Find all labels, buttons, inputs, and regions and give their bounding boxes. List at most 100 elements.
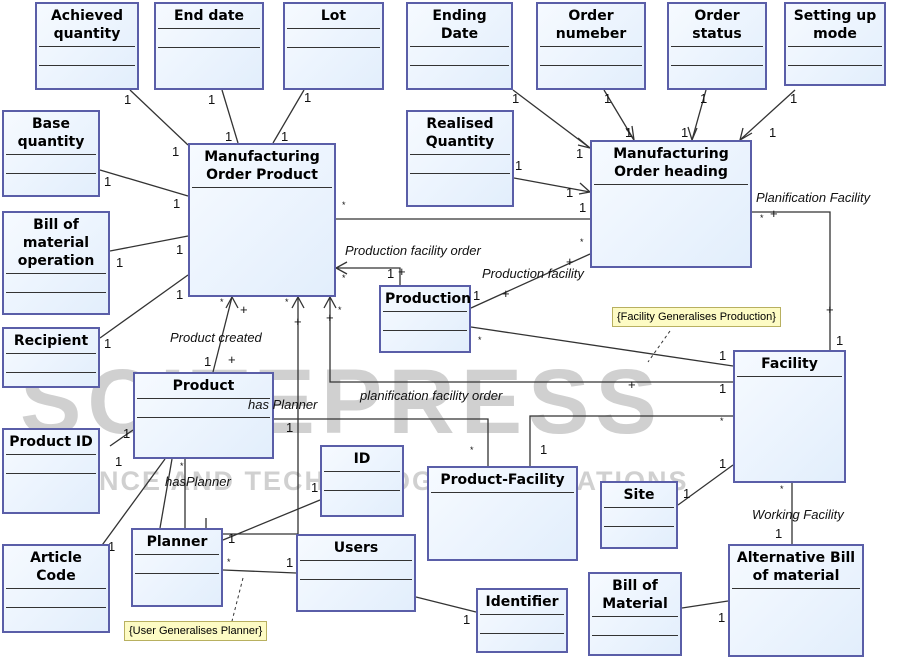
multiplicity-label: 1 (208, 92, 215, 107)
class-title: Facility (737, 352, 842, 377)
class-title: Setting up mode (788, 4, 882, 47)
multiplicity-label: + (826, 302, 834, 317)
multiplicity-label: + (294, 314, 302, 329)
attribute-compartment (540, 47, 642, 66)
multiplicity-label: + (502, 286, 510, 301)
multiplicity-label: 1 (123, 426, 130, 441)
multiplicity-label: 1 (387, 266, 394, 281)
class-title: Users (300, 536, 412, 561)
class-end-date[interactable]: End date (154, 2, 264, 90)
multiplicity-label: 1 (769, 125, 776, 140)
watermark-main: SCITEPRESS (20, 351, 663, 453)
class-manufacturing-order-heading[interactable]: Manufacturing Order heading (590, 140, 752, 268)
multiplicity-label: + (228, 352, 236, 367)
label-production-facility-order: Production facility order (345, 243, 481, 258)
attribute-compartment (480, 615, 564, 634)
class-planner[interactable]: Planner (131, 528, 223, 607)
class-title: Manufacturing Order Product (192, 145, 332, 188)
multiplicity-label: + (566, 254, 574, 269)
label-product-created: Product created (170, 330, 262, 345)
class-order-numeber[interactable]: Order numeber (536, 2, 646, 90)
multiplicity-label: * (342, 200, 346, 210)
multiplicity-label: * (220, 297, 224, 307)
multiplicity-label: 1 (228, 531, 235, 546)
attribute-compartment (300, 561, 412, 580)
multiplicity-label: 1 (775, 526, 782, 541)
class-title: Order numeber (540, 4, 642, 47)
class-article-code[interactable]: Article Code (2, 544, 110, 633)
class-title: Bill of material operation (6, 213, 106, 274)
class-achieved-quantity[interactable]: Achieved quantity (35, 2, 139, 90)
multiplicity-label: 1 (604, 91, 611, 106)
class-alternative-bill-of-material[interactable]: Alternative Bill of material (728, 544, 864, 657)
multiplicity-label: + (326, 310, 334, 325)
multiplicity-label: 1 (115, 454, 122, 469)
class-lot[interactable]: Lot (283, 2, 384, 90)
class-title: ID (324, 447, 400, 472)
class-identifier[interactable]: Identifier (476, 588, 568, 653)
label-working-facility: Working Facility (752, 507, 844, 522)
note-facility-generalises-production[interactable]: {Facility Generalises Production} (612, 307, 781, 327)
multiplicity-label: 1 (304, 90, 311, 105)
class-product[interactable]: Product (133, 372, 274, 459)
class-title: Recipient (6, 329, 96, 354)
class-title: Lot (287, 4, 380, 29)
multiplicity-label: * (338, 305, 342, 315)
class-product-facility[interactable]: Product-Facility (427, 466, 578, 561)
class-recipient[interactable]: Recipient (2, 327, 100, 388)
attribute-compartment (6, 455, 96, 474)
attribute-compartment (6, 589, 106, 608)
attribute-compartment (592, 617, 678, 636)
class-product-id[interactable]: Product ID (2, 428, 100, 514)
multiplicity-label: * (180, 461, 184, 471)
class-id[interactable]: ID (320, 445, 404, 517)
class-production[interactable]: Production (379, 285, 471, 353)
multiplicity-label: 1 (473, 288, 480, 303)
class-bill-of-material-operation[interactable]: Bill of material operation (2, 211, 110, 315)
multiplicity-label: * (580, 237, 584, 247)
multiplicity-label: + (628, 377, 636, 392)
class-users[interactable]: Users (296, 534, 416, 612)
class-bill-of-material[interactable]: Bill of Material (588, 572, 682, 656)
multiplicity-label: 1 (681, 125, 688, 140)
class-title: Bill of Material (592, 574, 678, 617)
class-realised-quantity[interactable]: Realised Quantity (406, 110, 514, 207)
multiplicity-label: 1 (836, 333, 843, 348)
multiplicity-label: 1 (173, 196, 180, 211)
attribute-compartment (410, 155, 510, 174)
multiplicity-label: 1 (104, 174, 111, 189)
attribute-compartment (6, 155, 96, 174)
class-base-quantity[interactable]: Base quantity (2, 110, 100, 197)
class-title: Achieved quantity (39, 4, 135, 47)
multiplicity-label: 1 (225, 129, 232, 144)
multiplicity-label: * (285, 297, 289, 307)
multiplicity-label: 1 (286, 555, 293, 570)
multiplicity-label: 1 (719, 456, 726, 471)
attribute-compartment (671, 47, 763, 66)
class-title: Site (604, 483, 674, 508)
multiplicity-label: 1 (281, 129, 288, 144)
class-manufacturing-order-product[interactable]: Manufacturing Order Product (188, 143, 336, 297)
multiplicity-label: 1 (576, 146, 583, 161)
class-facility[interactable]: Facility (733, 350, 846, 483)
class-order-status[interactable]: Order status (667, 2, 767, 90)
class-title: Planner (135, 530, 219, 555)
class-site[interactable]: Site (600, 481, 678, 549)
note-user-generalises-planner[interactable]: {User Generalises Planner} (124, 621, 268, 641)
multiplicity-label: 1 (719, 348, 726, 363)
attribute-compartment (383, 312, 467, 331)
class-title: Manufacturing Order heading (594, 142, 748, 185)
label-planification-facility: Planification Facility (756, 190, 871, 205)
multiplicity-label: 1 (566, 185, 573, 200)
attribute-compartment (6, 274, 106, 293)
multiplicity-label: + (240, 302, 248, 317)
multiplicity-label: + (770, 206, 778, 221)
class-title: Product (137, 374, 270, 399)
multiplicity-label: 1 (719, 381, 726, 396)
multiplicity-label: 1 (108, 539, 115, 554)
class-setting-up-mode[interactable]: Setting up mode (784, 2, 886, 86)
multiplicity-label: 1 (311, 480, 318, 495)
class-ending-date[interactable]: Ending Date (406, 2, 513, 90)
multiplicity-label: * (478, 335, 482, 345)
